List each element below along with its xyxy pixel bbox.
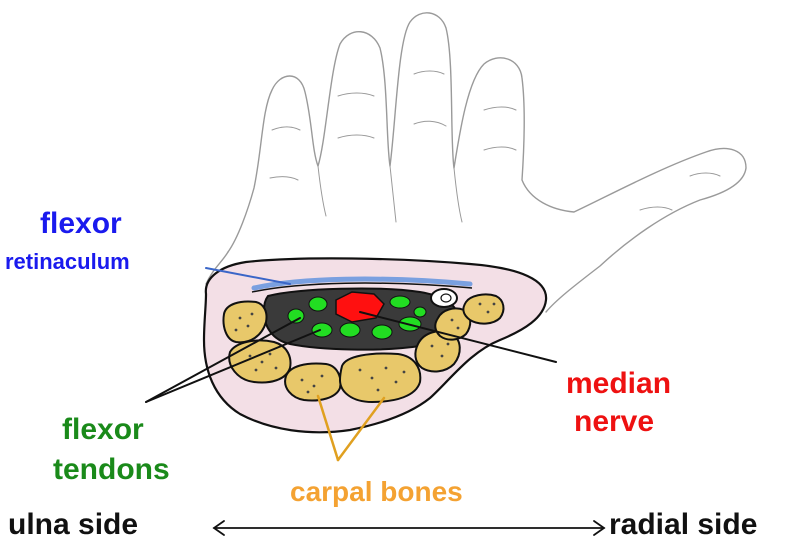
median-nerve-shape bbox=[336, 292, 384, 322]
median-nerve-label-line2: nerve bbox=[574, 406, 654, 438]
tendon bbox=[309, 297, 327, 311]
median-nerve-label-line1: median bbox=[566, 368, 671, 400]
tendon bbox=[372, 325, 392, 339]
tendon bbox=[390, 296, 410, 308]
ulna-side-label: ulna side bbox=[8, 509, 138, 541]
radial-side-label: radial side bbox=[609, 509, 757, 541]
tendon bbox=[312, 323, 332, 337]
bone-capitate bbox=[285, 364, 340, 401]
axis-arrow bbox=[214, 521, 604, 535]
tendon bbox=[414, 307, 426, 317]
flexor-retinaculum-label-line2: retinaculum bbox=[5, 250, 130, 273]
artery-oval-inner bbox=[441, 294, 451, 302]
finger-gaps bbox=[318, 166, 462, 222]
cross-section bbox=[204, 258, 546, 432]
flexor-retinaculum-label-line1: flexor bbox=[40, 208, 122, 240]
bone-trapezoid bbox=[463, 294, 503, 323]
carpal-bones-label: carpal bones bbox=[290, 477, 463, 506]
bone-lunate bbox=[340, 354, 420, 403]
flexor-tendons-label-line1: flexor bbox=[62, 414, 144, 446]
tendon bbox=[340, 323, 360, 337]
finger-creases bbox=[270, 71, 720, 210]
flexor-tendons-label-line2: tendons bbox=[53, 454, 170, 486]
